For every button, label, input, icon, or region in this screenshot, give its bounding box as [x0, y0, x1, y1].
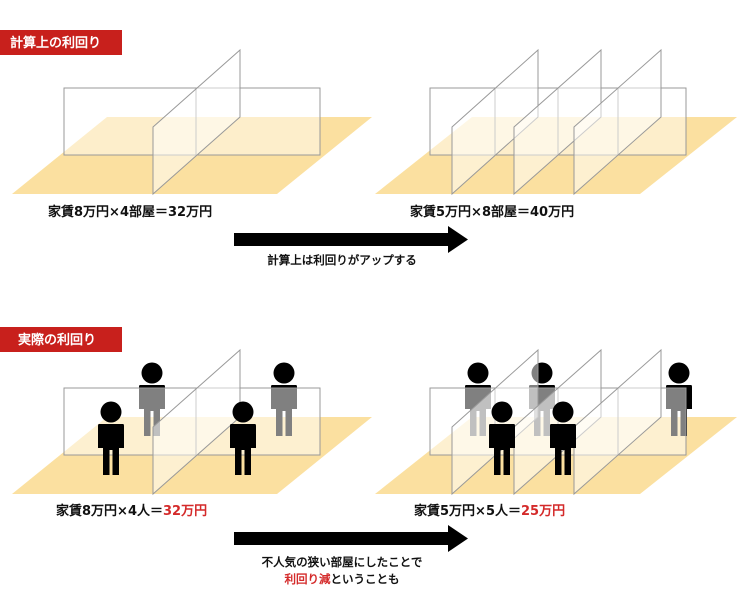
- arrow-caption-line1: 不人気の狭い部屋にしたことで: [262, 555, 423, 569]
- partition: [152, 48, 241, 196]
- floorplan-4-rooms: [12, 48, 372, 196]
- arrow-right: [234, 226, 468, 253]
- partition: [573, 48, 662, 196]
- formula-8-rooms: 家賃5万円×8部屋＝40万円: [410, 204, 574, 220]
- floorplan-8-rooms: [375, 48, 737, 196]
- formula-5-people: 家賃5万円×5人＝25万円: [414, 503, 565, 519]
- formula-4-rooms: 家賃8万円×4部屋＝32万円: [48, 204, 212, 220]
- formula-result: 25万円: [521, 504, 565, 519]
- arrow-caption-line2: 利回り減ということも: [284, 572, 400, 586]
- partition: [573, 348, 662, 496]
- floorplan-4-rooms-occupied: [12, 348, 372, 496]
- badge-label: 実際の利回り: [18, 332, 96, 348]
- section-badge-calculated: 計算上の利回り: [0, 30, 122, 55]
- formula-4-people: 家賃8万円×4人＝32万円: [56, 503, 207, 519]
- badge-label: 計算上の利回り: [10, 35, 101, 51]
- caption-rest: ということも: [331, 572, 400, 586]
- arrow-caption: 計算上は利回りがアップする: [267, 253, 417, 267]
- arrow-right: [234, 525, 468, 552]
- formula-prefix: 家賃8万円×4人＝: [56, 503, 163, 519]
- caption-highlight: 利回り減: [284, 572, 331, 586]
- section-badge-actual: 実際の利回り: [0, 327, 122, 352]
- formula-result: 32万円: [163, 504, 207, 519]
- floorplan-8-rooms-occupied: [375, 348, 737, 496]
- formula-prefix: 家賃5万円×5人＝: [414, 503, 521, 519]
